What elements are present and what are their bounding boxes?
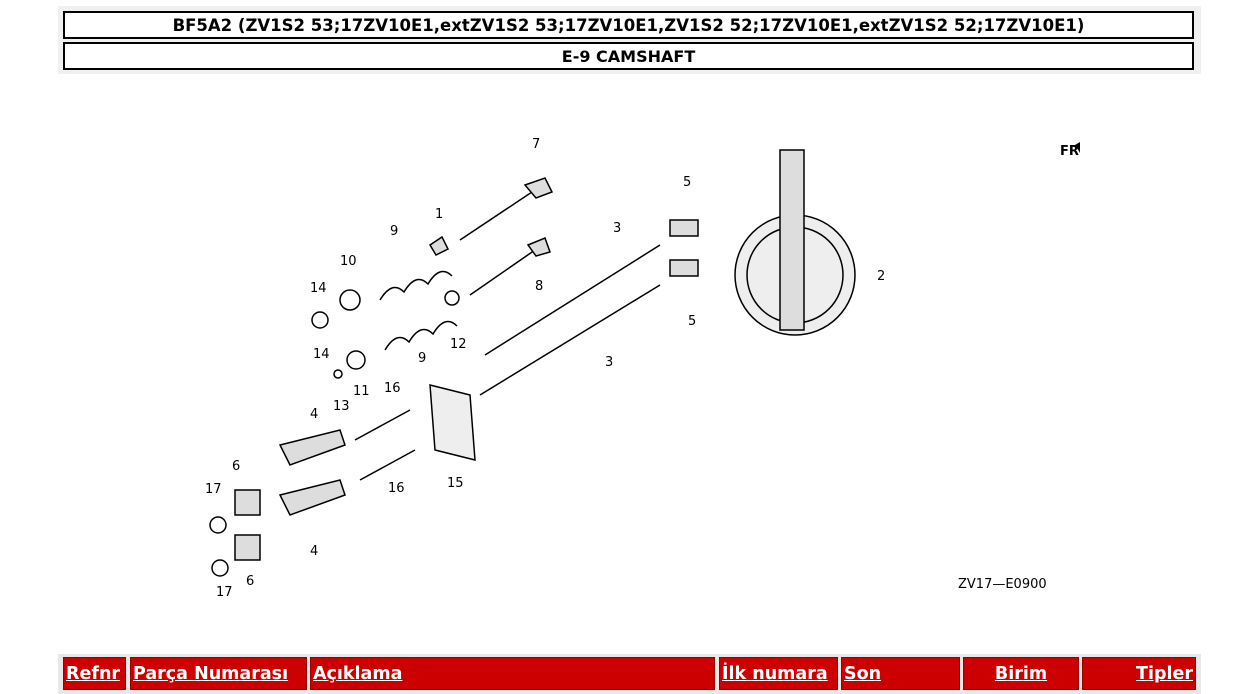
column-unit[interactable]: Birim	[963, 657, 1079, 690]
drawing-code: ZV17—E0900	[958, 577, 1047, 592]
callout-17: 17	[205, 482, 222, 497]
callout-8: 8	[535, 279, 543, 294]
callout-13: 13	[333, 399, 350, 414]
callout-16: 16	[388, 481, 405, 496]
callout-9: 9	[418, 351, 426, 366]
callout-2: 2	[877, 269, 885, 284]
callout-9: 9	[390, 224, 398, 239]
callout-6: 6	[232, 459, 240, 474]
section-title: E-9 CAMSHAFT	[63, 42, 1194, 70]
callout-10: 10	[340, 254, 357, 269]
callout-16: 16	[384, 381, 401, 396]
callout-5: 5	[683, 175, 691, 190]
callout-1: 1	[435, 207, 443, 222]
parts-table-header: Refnr Parça Numarası Açıklama İlk numara…	[58, 654, 1201, 694]
callout-15: 15	[447, 476, 464, 491]
callout-14: 14	[310, 281, 327, 296]
callout-12: 12	[450, 337, 467, 352]
callout-4: 4	[310, 407, 318, 422]
callout-11: 11	[353, 384, 370, 399]
callout-5: 5	[688, 314, 696, 329]
callout-3: 3	[605, 355, 613, 370]
callout-14: 14	[313, 347, 330, 362]
callout-17: 17	[216, 585, 233, 600]
column-last[interactable]: Son	[841, 657, 960, 690]
callout-4: 4	[310, 544, 318, 559]
column-refnr[interactable]: Refnr	[63, 657, 126, 690]
exploded-view-drawing: 7 1 9 10 14 14 11 13 9 12 8 3 5 5 3 2 16…	[205, 123, 1122, 600]
column-part-number[interactable]: Parça Numarası	[130, 657, 307, 690]
model-title: BF5A2 (ZV1S2 53;17ZV10E1,extZV1S2 53;17Z…	[63, 11, 1194, 39]
callout-6: 6	[246, 574, 254, 589]
callout-7: 7	[532, 137, 540, 152]
column-description[interactable]: Açıklama	[310, 657, 715, 690]
column-types[interactable]: Tipler	[1082, 657, 1196, 690]
callout-3: 3	[613, 221, 621, 236]
column-first-number[interactable]: İlk numara	[719, 657, 838, 690]
parts-diagram: 7 1 9 10 14 14 11 13 9 12 8 3 5 5 3 2 16…	[180, 110, 1122, 610]
header: BF5A2 (ZV1S2 53;17ZV10E1,extZV1S2 53;17Z…	[58, 6, 1201, 74]
